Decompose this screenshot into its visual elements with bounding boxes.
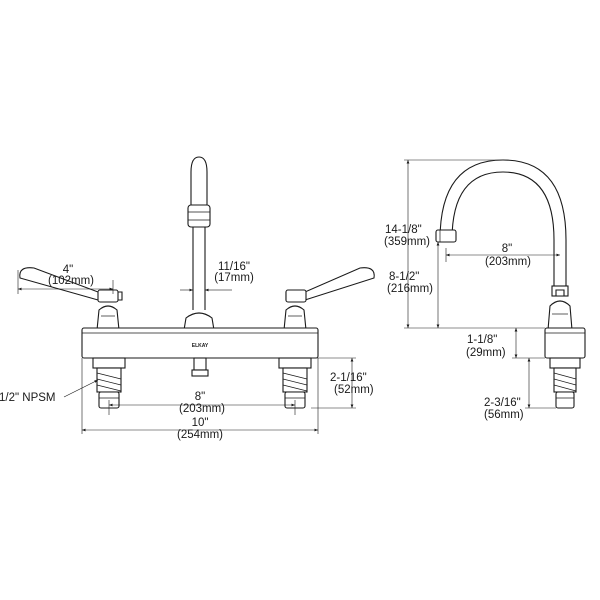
front-view-centers-metric-label: (203mm) [179,403,225,415]
center-stud [191,357,209,377]
side-view-overall-height-metric-label: (359mm) [384,236,430,248]
front-view-overall-width-imperial-label: 10" [192,417,209,429]
front-view: ELKAY [0,156,375,441]
right-wrist-handle [283,267,375,331]
side-view-shank-length-metric-label: (56mm) [484,409,524,421]
dim-handle-spacing: 4" (102mm) [17,264,114,294]
thread-callout: 1/2" NPSM [0,379,99,404]
side-body [544,327,586,359]
side-view-spout-reach-imperial-label: 8" [502,243,512,255]
front-view-centers-imperial-label: 8" [195,391,205,403]
side-view-spout-height-metric-label: (216mm) [387,283,433,295]
spout-front [183,156,215,331]
side-view-overall-height-imperial-label: 14-1/8" [385,224,422,236]
dim-spout-reach: 8" (203mm) [445,243,560,268]
dim-spout-height: 8-1/2" (216mm) [387,242,440,328]
front-view-shank-height-metric-label: (52mm) [334,384,374,396]
dim-spout-diameter: 11/16" (17mm) [180,261,254,292]
dim-overall-height: 14-1/8" (359mm) [384,159,545,329]
front-view-shank-height-imperial-label: 2-1/16" [330,372,367,384]
dim-centers: 8" (203mm) [108,391,296,415]
side-view: 14-1/8" (359mm) 8" (203mm) 8-1/2" (216mm… [384,159,586,421]
brand-mark: ELKAY [192,343,209,349]
left-wrist-handle [19,267,123,331]
front-view-overall-width-metric-label: (254mm) [177,429,223,441]
front-view-spout-diameter-metric-label: (17mm) [214,272,254,284]
faucet-body: ELKAY [81,327,319,359]
side-shank [549,357,581,409]
side-view-spout-height-imperial-label: 8-1/2" [389,271,419,283]
side-view-base-height-metric-label: (29mm) [466,347,506,359]
front-view-handle-spacing-metric-label: (102mm) [48,275,94,287]
dim-base-height: 1-1/8" (29mm) [466,328,545,359]
spout-side [435,159,573,331]
side-view-spout-reach-metric-label: (203mm) [485,256,531,268]
front-view-spout-diameter-imperial-label: 11/16" [218,261,250,273]
side-view-shank-length-imperial-label: 2-3/16" [484,397,521,409]
front-view-handle-spacing-imperial-label: 4" [63,264,73,276]
front-view-thread-label: 1/2" NPSM [0,392,56,404]
dim-shank-height: 2-1/16" (52mm) [311,357,374,409]
dim-overall-width: 10" (254mm) [81,358,319,441]
dim-shank-length: 2-3/16" (56mm) [484,358,556,421]
side-view-base-height-imperial-label: 1-1/8" [467,334,497,346]
